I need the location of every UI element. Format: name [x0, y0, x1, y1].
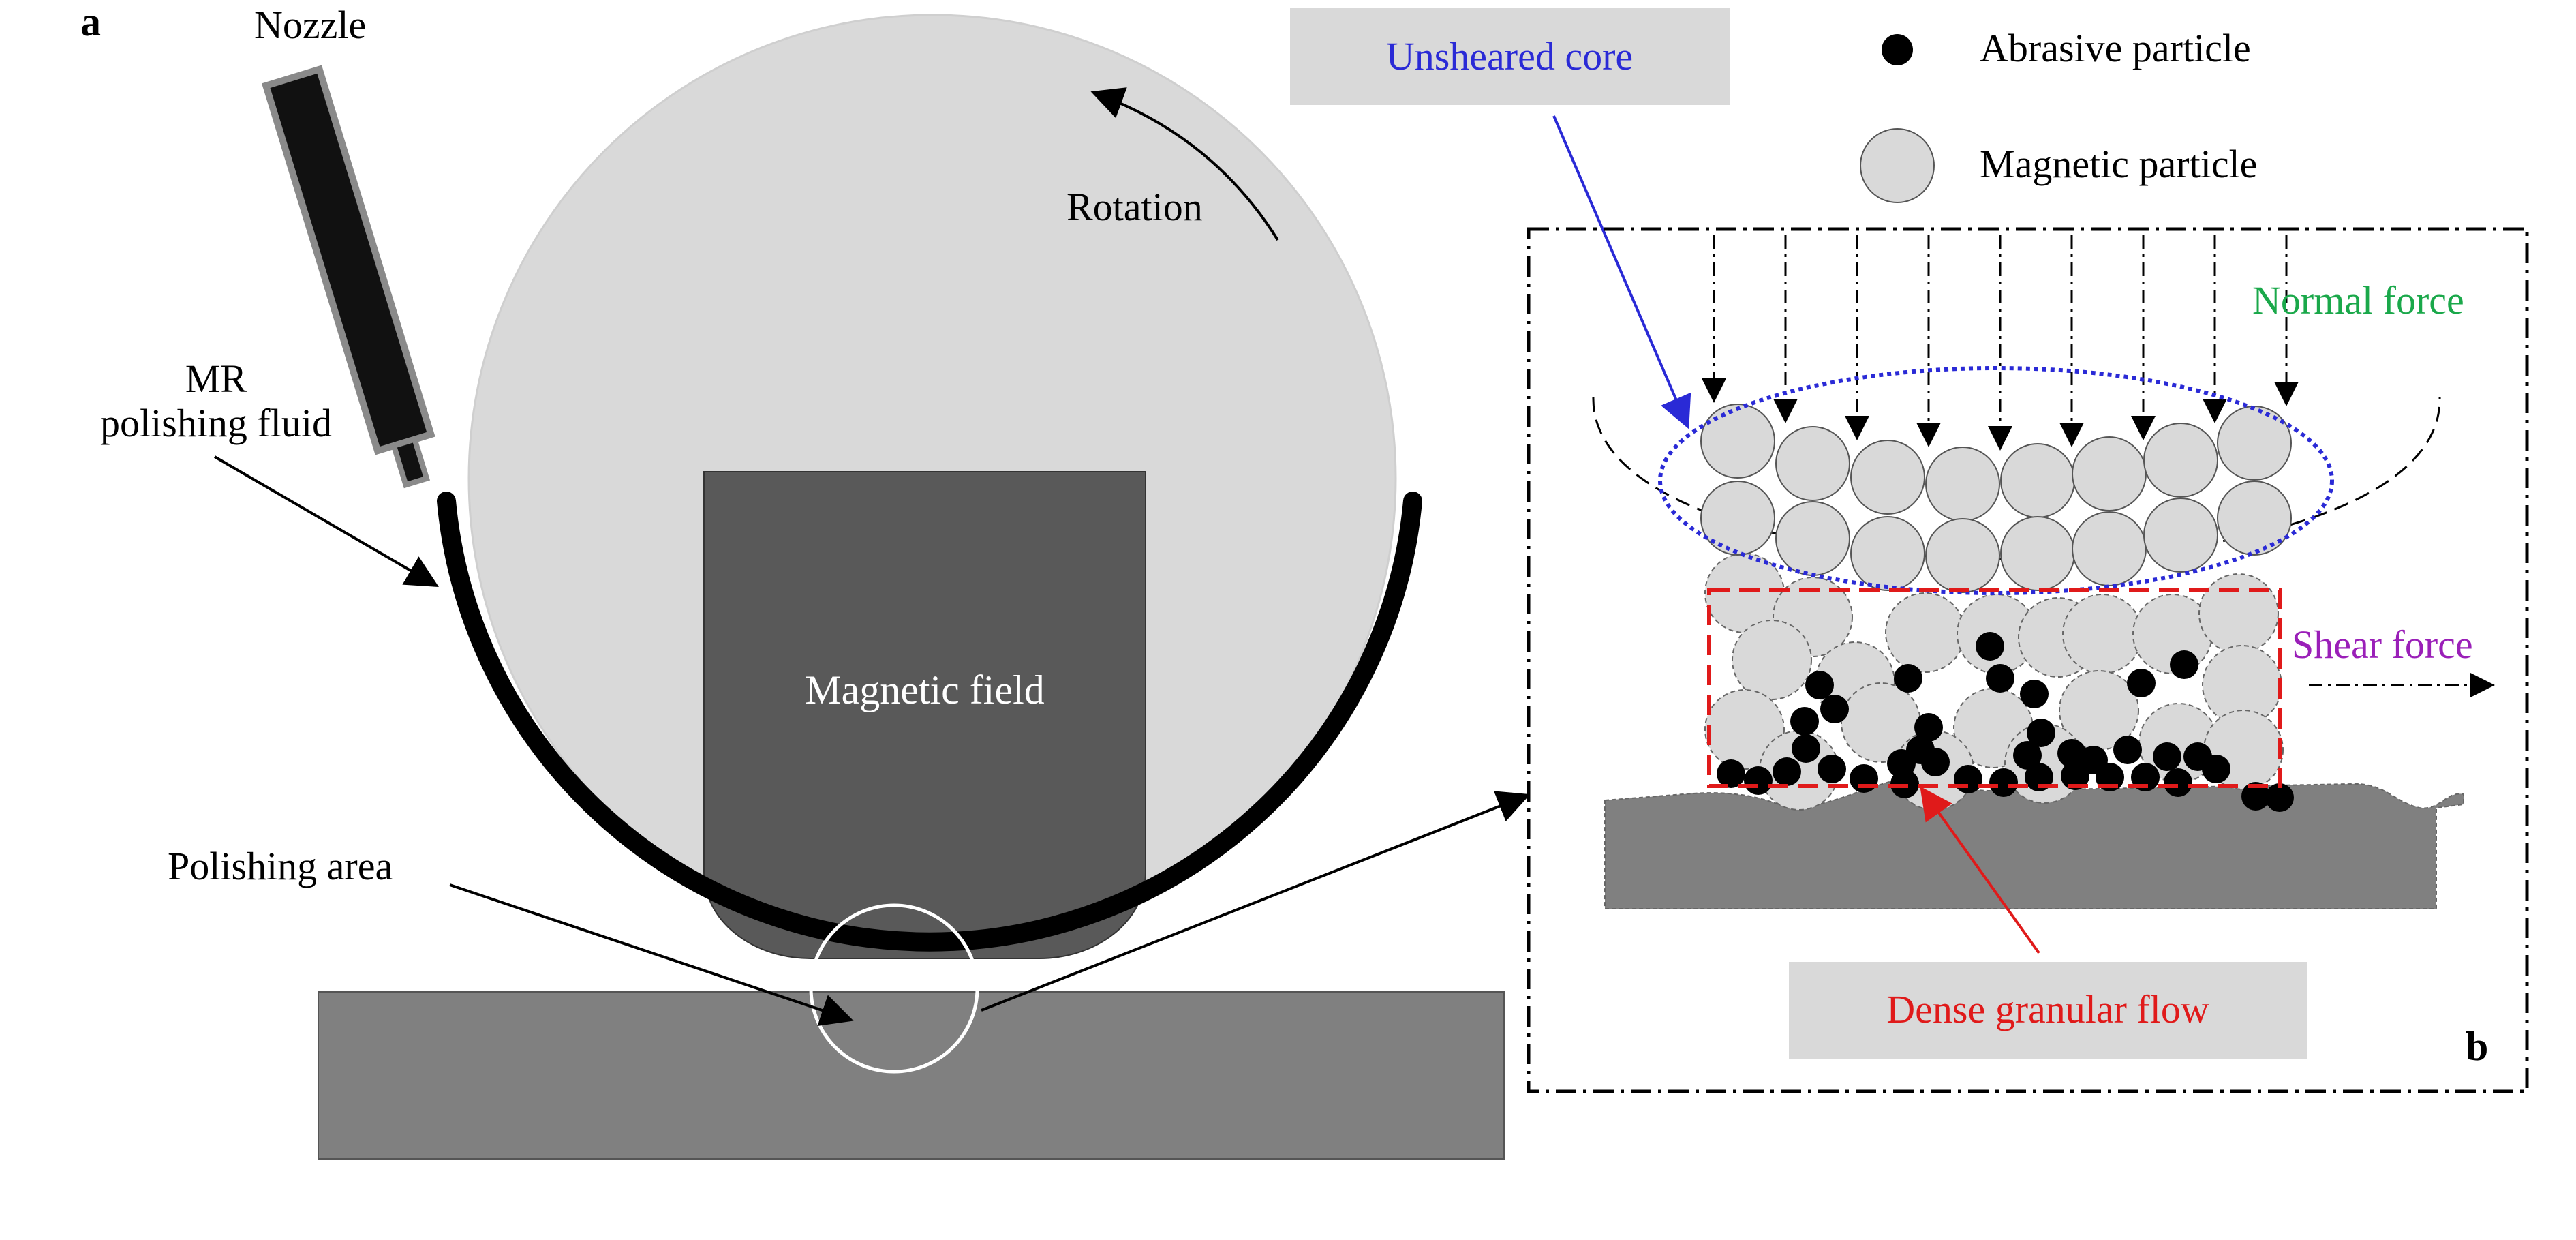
polishing-area-label: Polishing area — [168, 844, 393, 888]
panel-a-label: a — [80, 0, 101, 44]
unsheared-core-arrow — [1552, 115, 1691, 429]
magnetic-field-label: Magnetic field — [805, 667, 1045, 712]
polishing-area-arrow — [449, 883, 854, 1026]
nozzle-label: Nozzle — [254, 3, 366, 47]
legend: Unsheared core Abrasive particle Magneti… — [1290, 8, 2257, 429]
dense-flow-box — [1707, 588, 2282, 788]
dense-flow-label: Dense granular flow — [1886, 987, 2209, 1031]
unsheared-core-box — [1290, 8, 1730, 105]
workpiece-surface — [1604, 778, 2464, 909]
panel-b-frame — [1527, 227, 2529, 1093]
shear-force-label: Shear force — [2292, 622, 2473, 667]
mr-fluid-ribbon — [437, 492, 1422, 952]
nozzle — [262, 65, 435, 489]
magnet-block — [703, 471, 1146, 959]
mr-label-line2: polishing fluid — [100, 401, 332, 445]
zoom-arrow — [981, 791, 1531, 1012]
core-magnetic-particles — [1700, 404, 2292, 593]
legend-abrasive-label: Abrasive particle — [1980, 26, 2251, 70]
workpiece — [318, 991, 1505, 1160]
unsheared-core-label: Unsheared core — [1386, 34, 1633, 78]
panel-b-label: b — [2466, 1024, 2488, 1069]
abrasive-particles — [1717, 632, 2294, 812]
unsheared-core-ellipse — [1658, 366, 2334, 595]
dense-flow-label-box — [1789, 962, 2307, 1059]
panel-a: a Magnetic field Nozzle MR polishing flu… — [80, 0, 1531, 1160]
polishing-area-circle — [809, 903, 979, 1074]
normal-force-arrows — [1702, 235, 2299, 451]
panel-b: Normal force — [1527, 227, 2529, 1093]
mr-label-line1: MR — [185, 357, 247, 401]
dense-flow-arrow — [1920, 786, 2040, 954]
rotation-arrow — [1090, 87, 1279, 241]
legend-abrasive-icon — [1882, 34, 1913, 65]
rotation-label: Rotation — [1067, 185, 1203, 229]
fluid-pointer-arrow — [213, 455, 439, 588]
legend-magnetic-icon — [1860, 128, 1935, 203]
normal-force-label: Normal force — [2252, 278, 2464, 322]
legend-magnetic-label: Magnetic particle — [1980, 142, 2257, 186]
